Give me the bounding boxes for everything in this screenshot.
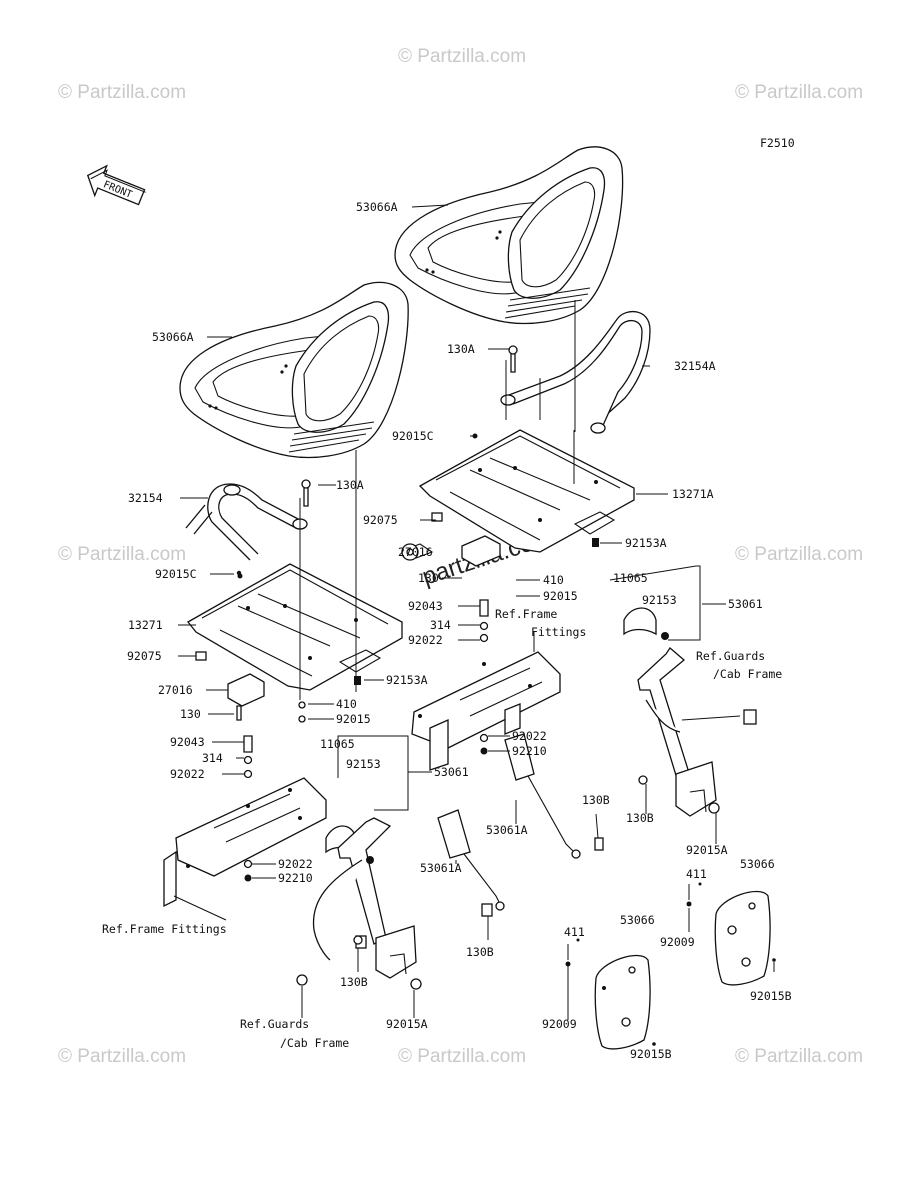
label-92153-right: 92153 bbox=[642, 593, 677, 607]
label-130B-c: 130B bbox=[466, 945, 494, 959]
back-pad-upper bbox=[714, 890, 771, 986]
label-92043-left: 92043 bbox=[170, 735, 205, 749]
label-92043-top: 92043 bbox=[408, 599, 443, 613]
label-130B-d: 130B bbox=[340, 975, 368, 989]
label-ref-frame-1: Ref.Frame bbox=[495, 607, 557, 621]
front-arrow-icon: FRONT bbox=[86, 164, 146, 206]
label-13271: 13271 bbox=[128, 618, 163, 632]
label-130-left: 130 bbox=[180, 707, 201, 721]
label-ref-frame-2: Fittings bbox=[531, 625, 586, 639]
bracket-left bbox=[163, 777, 327, 908]
label-411-a: 411 bbox=[686, 867, 707, 881]
label-411-b: 411 bbox=[564, 925, 585, 939]
label-92075-top: 92075 bbox=[363, 513, 398, 527]
watermark-top-left: © Partzilla.com bbox=[58, 82, 186, 103]
label-53061A-b: 53061A bbox=[420, 861, 462, 875]
label-130A-top: 130A bbox=[447, 342, 475, 356]
seat-base-left bbox=[187, 563, 403, 707]
grab-bar-left bbox=[185, 483, 308, 561]
label-92210-mid: 92210 bbox=[512, 744, 547, 758]
label-92153A-left: 92153A bbox=[386, 673, 428, 687]
grab-bar-right bbox=[500, 310, 651, 434]
back-pad-lower bbox=[594, 954, 651, 1050]
label-ref-guards-right-1: Ref.Guards bbox=[696, 649, 765, 663]
leader-lines bbox=[173, 204, 775, 1020]
label-130-top: 130 bbox=[418, 571, 439, 585]
watermark-top-center: © Partzilla.com bbox=[398, 46, 526, 67]
label-92153A-top: 92153A bbox=[625, 536, 667, 550]
watermark-bottom-center: © Partzilla.com bbox=[398, 1046, 526, 1067]
label-130A-mid: 130A bbox=[336, 478, 364, 492]
label-ref-frame-fittings: Ref.Frame Fittings bbox=[102, 922, 227, 936]
label-53061-right: 53061 bbox=[728, 597, 763, 611]
label-32154: 32154 bbox=[128, 491, 163, 505]
buckle-right bbox=[504, 733, 604, 859]
seat-left bbox=[179, 281, 409, 459]
label-32154A: 32154A bbox=[674, 359, 716, 373]
label-92015A-left: 92015A bbox=[386, 1017, 428, 1031]
seat-right bbox=[394, 146, 624, 325]
label-410-top: 410 bbox=[543, 573, 564, 587]
label-ref-guards-left-1: Ref.Guards bbox=[240, 1017, 309, 1031]
watermark-bottom-right: © Partzilla.com bbox=[735, 1046, 863, 1067]
seatbelt-left bbox=[296, 817, 422, 990]
label-92210-low: 92210 bbox=[278, 871, 313, 885]
seat-base-right bbox=[402, 429, 635, 567]
label-92009-a: 92009 bbox=[660, 935, 695, 949]
label-130B-b: 130B bbox=[626, 811, 654, 825]
label-ref-guards-left-2: /Cab Frame bbox=[280, 1036, 349, 1050]
label-13271A: 13271A bbox=[672, 487, 714, 501]
label-410-left: 410 bbox=[336, 697, 357, 711]
label-314-left: 314 bbox=[202, 751, 223, 765]
watermark-bottom-left: © Partzilla.com bbox=[58, 1046, 186, 1067]
label-53066A-left: 53066A bbox=[152, 330, 194, 344]
label-53061-left: 53061 bbox=[434, 765, 469, 779]
label-92015C-left: 92015C bbox=[155, 567, 197, 581]
label-ref-guards-right-2: /Cab Frame bbox=[713, 667, 782, 681]
label-130B-a: 130B bbox=[582, 793, 610, 807]
label-53061A-a: 53061A bbox=[486, 823, 528, 837]
label-92015-left: 92015 bbox=[336, 712, 371, 726]
label-27016-top: 27016 bbox=[398, 545, 433, 559]
label-53066A-top: 53066A bbox=[356, 200, 398, 214]
part-labels: 53066A 53066A 130A 32154A 92015C 13271A … bbox=[102, 200, 792, 1061]
seatbelt-right bbox=[623, 607, 757, 817]
label-92022-top: 92022 bbox=[408, 633, 443, 647]
label-92022-mid: 92022 bbox=[512, 729, 547, 743]
label-92015-top: 92015 bbox=[543, 589, 578, 603]
bracket-middle bbox=[411, 651, 561, 771]
label-92022-left: 92022 bbox=[170, 767, 205, 781]
label-92075-left: 92075 bbox=[127, 649, 162, 663]
label-11065-right: 11065 bbox=[613, 571, 648, 585]
label-27016-left: 27016 bbox=[158, 683, 193, 697]
label-92009-b: 92009 bbox=[542, 1017, 577, 1031]
label-92015C-top: 92015C bbox=[392, 429, 434, 443]
label-314-top: 314 bbox=[430, 618, 451, 632]
buckle-left bbox=[437, 809, 505, 917]
watermark-mid-right: © Partzilla.com bbox=[735, 544, 863, 565]
watermark-top-right: © Partzilla.com bbox=[735, 82, 863, 103]
fasteners bbox=[236, 345, 776, 1046]
label-92153-left: 92153 bbox=[346, 757, 381, 771]
label-11065-left: 11065 bbox=[320, 737, 355, 751]
label-92015A-right: 92015A bbox=[686, 843, 728, 857]
label-92015B-b: 92015B bbox=[630, 1047, 672, 1061]
label-92022-low: 92022 bbox=[278, 857, 313, 871]
label-53066-b: 53066 bbox=[620, 913, 655, 927]
label-53066-a: 53066 bbox=[740, 857, 775, 871]
label-92015B-a: 92015B bbox=[750, 989, 792, 1003]
watermark-mid-left: © Partzilla.com bbox=[58, 544, 186, 565]
diagram-code: F2510 bbox=[760, 136, 795, 150]
